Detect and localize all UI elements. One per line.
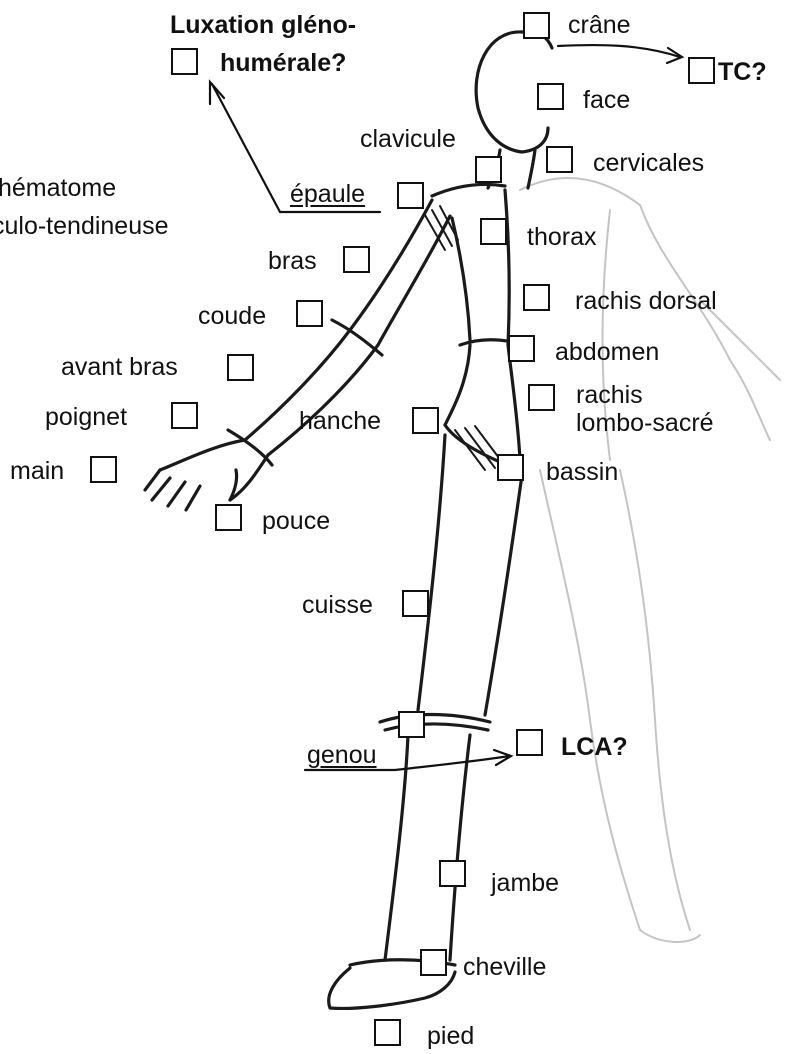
checkbox-luxation-gleno-humerale[interactable] [171, 48, 198, 75]
checkbox-thorax[interactable] [480, 218, 507, 245]
label-hematome-line1: hématome [0, 174, 116, 202]
checkbox-epaule[interactable] [397, 182, 424, 209]
checkbox-poignet[interactable] [171, 402, 198, 429]
label-face: face [583, 86, 630, 114]
checkbox-abdomen[interactable] [508, 335, 535, 362]
checkbox-genou[interactable] [398, 711, 425, 738]
checkbox-bassin[interactable] [497, 454, 524, 481]
label-genou: genou [307, 741, 377, 769]
label-rachis-dorsal: rachis dorsal [575, 287, 717, 315]
label-luxation-line1: Luxation gléno- [170, 11, 356, 39]
label-avant-bras: avant bras [61, 353, 178, 381]
checkbox-jambe[interactable] [439, 860, 466, 887]
checkbox-bras[interactable] [343, 246, 370, 273]
label-cuisse: cuisse [302, 591, 373, 619]
label-pied: pied [427, 1022, 474, 1050]
checkbox-pouce[interactable] [215, 504, 242, 531]
checkbox-clavicule[interactable] [475, 156, 502, 183]
label-abdomen: abdomen [555, 338, 659, 366]
checkbox-avant-bras[interactable] [227, 354, 254, 381]
label-bassin: bassin [546, 458, 618, 486]
checkbox-hanche[interactable] [412, 407, 439, 434]
label-rachis-line1: rachis [576, 381, 643, 409]
label-clavicule: clavicule [360, 125, 456, 153]
label-tc: TC? [718, 58, 767, 86]
checkbox-cuisse[interactable] [402, 590, 429, 617]
label-cervicales: cervicales [593, 149, 704, 177]
label-rachis-line2: lombo-sacré [576, 409, 714, 437]
checkbox-lca[interactable] [516, 729, 543, 756]
checkbox-pied[interactable] [374, 1019, 401, 1046]
checkbox-rachis-lombo-sacre[interactable] [528, 384, 555, 411]
label-hanche: hanche [299, 407, 381, 435]
label-poignet: poignet [45, 403, 127, 431]
checkbox-main[interactable] [90, 456, 117, 483]
checkbox-face[interactable] [537, 83, 564, 110]
label-luxation-line2: humérale? [220, 49, 346, 77]
label-coude: coude [198, 302, 266, 330]
label-pouce: pouce [262, 507, 330, 535]
label-epaule: épaule [290, 180, 365, 208]
label-cheville: cheville [463, 953, 546, 981]
label-hematome-line2: culo-tendineuse [0, 212, 169, 240]
checkbox-tc[interactable] [688, 57, 715, 84]
label-crane: crâne [568, 11, 631, 39]
label-main: main [10, 457, 64, 485]
label-jambe: jambe [491, 869, 559, 897]
label-thorax: thorax [527, 223, 596, 251]
arrow-crane-to-tc [558, 45, 680, 57]
checkbox-cheville[interactable] [420, 949, 447, 976]
checkbox-cervicales[interactable] [546, 146, 573, 173]
label-bras: bras [268, 247, 317, 275]
label-lca: LCA? [561, 733, 628, 761]
checkbox-rachis-dorsal[interactable] [523, 284, 550, 311]
checkbox-coude[interactable] [296, 300, 323, 327]
checkbox-crane[interactable] [523, 12, 550, 39]
